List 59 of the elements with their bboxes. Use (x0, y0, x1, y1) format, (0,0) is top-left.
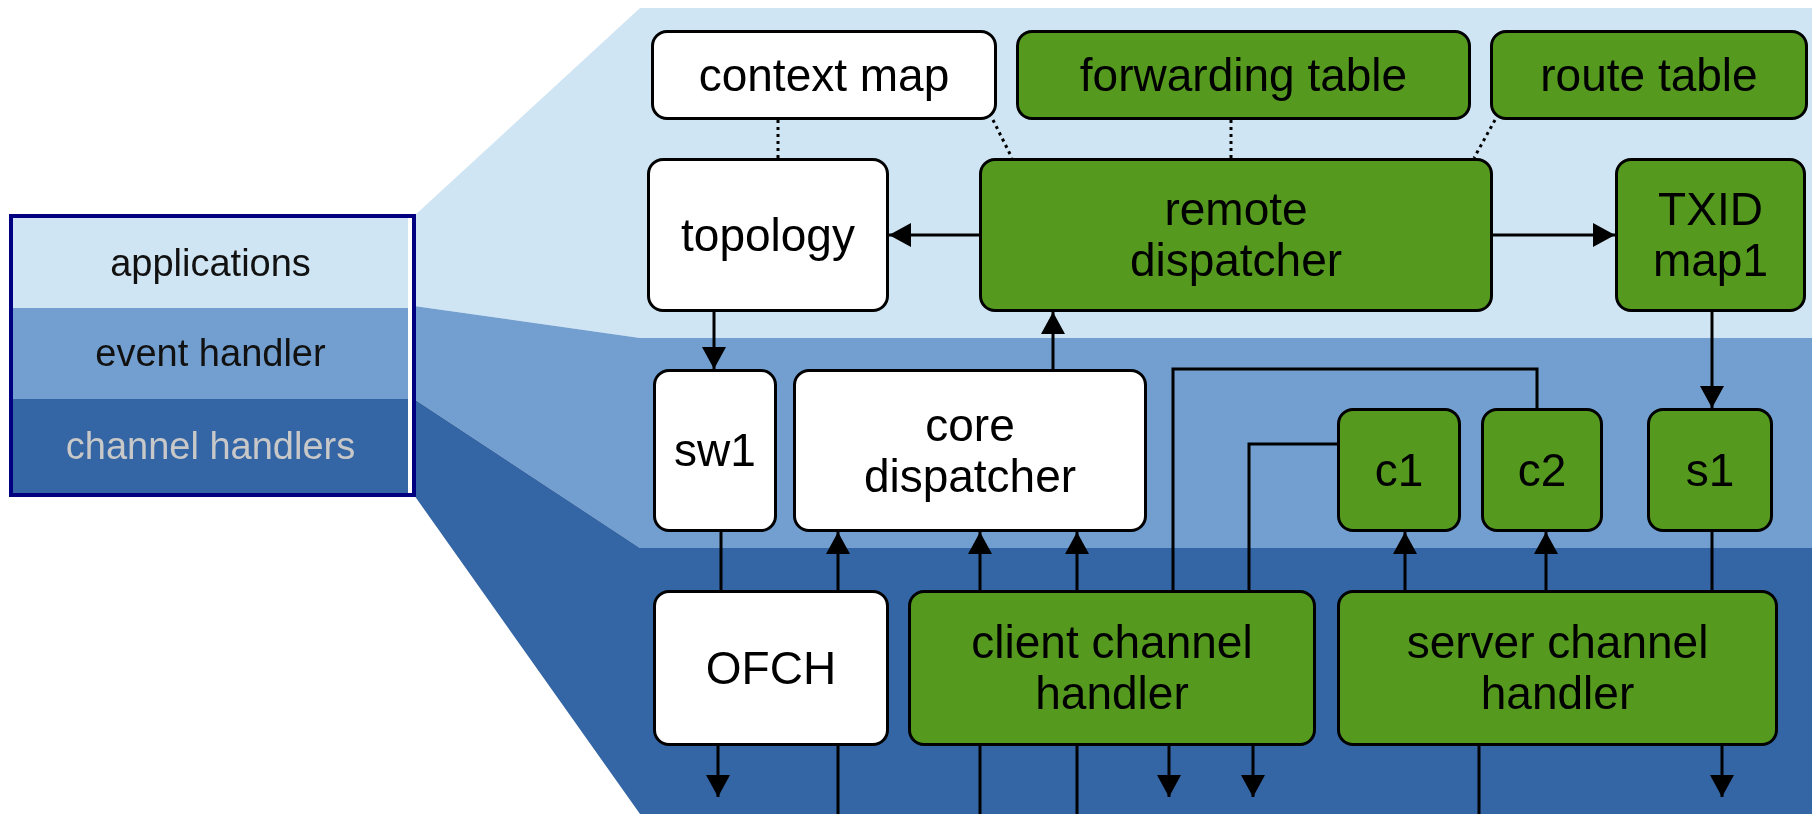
arrow (1157, 746, 1181, 797)
layer-key-band (13, 218, 408, 308)
node-label: OFCH (705, 642, 837, 694)
node-label: c1 (1374, 444, 1424, 496)
node-label: s1 (1685, 444, 1735, 496)
layer-label: event handler (95, 332, 326, 375)
process-box (653, 590, 889, 746)
arrow (1534, 532, 1558, 590)
dotted-connector (1229, 120, 1233, 158)
process-box (1337, 408, 1461, 532)
arrow (1065, 532, 1089, 590)
arrow (1700, 312, 1724, 408)
node-label: topology (681, 209, 855, 261)
node-label: core dispatcher (862, 399, 1078, 502)
node-label: route table (1540, 49, 1758, 101)
connector-line (719, 532, 723, 590)
process-box (1337, 590, 1778, 746)
process-box (979, 158, 1493, 312)
arrow (968, 532, 992, 590)
connector-line (836, 746, 840, 814)
process-box (793, 369, 1147, 532)
connector-line (978, 746, 982, 814)
layer-key-band (13, 308, 408, 399)
arrow (1241, 746, 1265, 797)
arrow (1493, 223, 1615, 247)
connector-line (1247, 442, 1337, 590)
node-label: forwarding table (1079, 49, 1408, 101)
connector-line (1075, 746, 1079, 814)
process-box (651, 30, 997, 120)
arrow (889, 223, 979, 247)
process-box (1016, 30, 1471, 120)
process-box (653, 369, 777, 532)
node-label: remote dispatcher (1128, 184, 1344, 286)
arrow (826, 532, 850, 590)
dotted-connector (776, 120, 780, 158)
node-label: context map (698, 49, 950, 101)
connector-line (1710, 532, 1714, 590)
arrow (1393, 532, 1417, 590)
process-box (647, 158, 889, 312)
dotted-connector (1472, 119, 1497, 159)
process-box (1647, 408, 1773, 532)
arrow (1041, 312, 1065, 369)
node-label: c2 (1517, 444, 1567, 496)
connector-line (1171, 367, 1539, 590)
arrow (706, 746, 730, 797)
node-label: server channel handler (1405, 617, 1710, 719)
node-label: sw1 (674, 425, 756, 476)
node-label: TXID map1 (1651, 184, 1770, 286)
layer-key-band (13, 399, 408, 493)
process-box (1490, 30, 1808, 120)
node-label: client channel handler (970, 617, 1254, 719)
process-box (1481, 408, 1603, 532)
arrow (702, 312, 726, 369)
arrow (1710, 746, 1734, 797)
process-box (908, 590, 1316, 746)
process-box (1615, 158, 1806, 312)
layer-label: applications (110, 241, 311, 285)
connector-line (1477, 746, 1481, 814)
layer-label: channel handlers (65, 424, 356, 468)
